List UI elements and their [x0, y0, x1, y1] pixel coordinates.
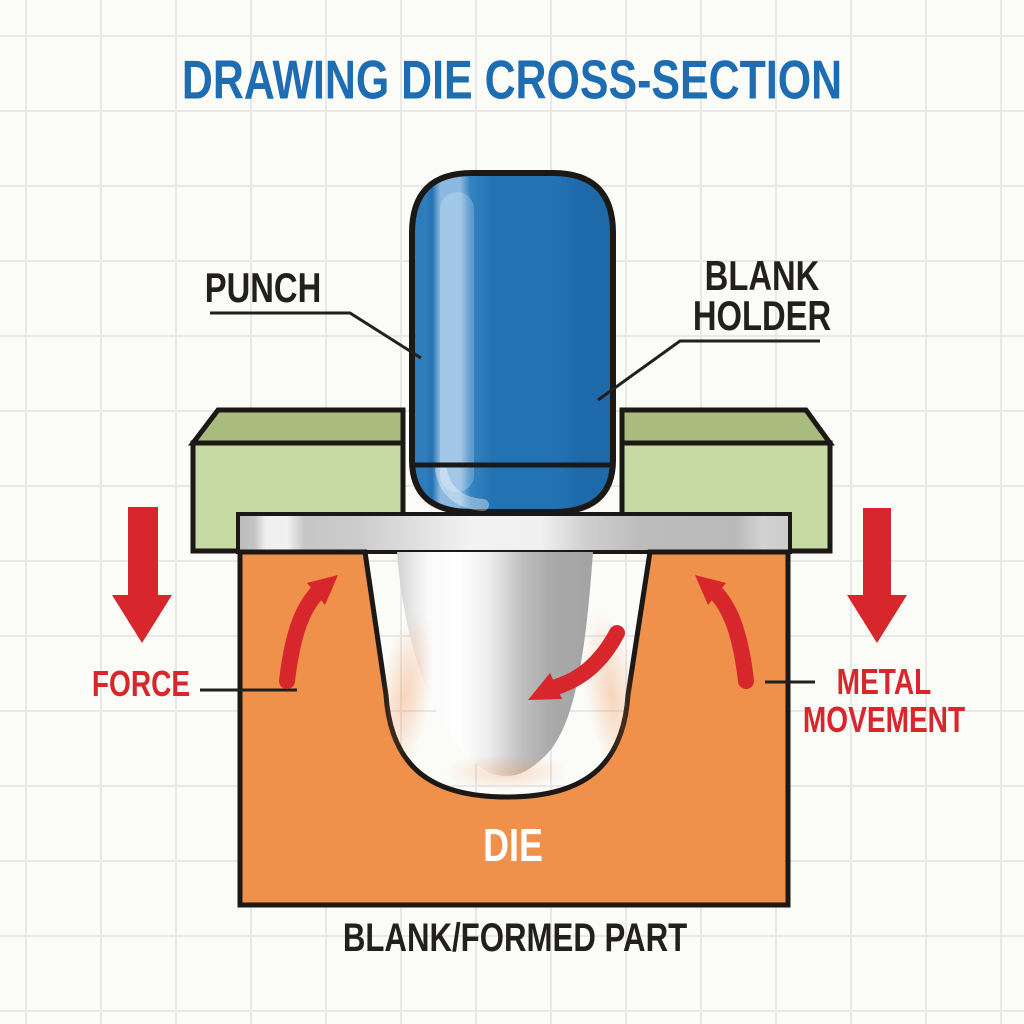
- curved-arrow-right-body-icon: [708, 585, 754, 689]
- force-down-arrow-right-icon: [847, 508, 907, 643]
- cavity-shading-bottom: [444, 754, 568, 790]
- blank-holder-leader-line: [597, 339, 820, 402]
- curved-arrow-center-body-icon: [548, 625, 625, 695]
- force-down-arrow-left-icon: [112, 507, 172, 643]
- punch-shape: [409, 170, 616, 515]
- die-label: DIE: [483, 819, 543, 871]
- blank-sheet: [236, 512, 792, 554]
- page-title: DRAWING DIE CROSS-SECTION: [181, 48, 843, 111]
- force-label: FORCE: [91, 663, 191, 704]
- curved-arrow-left-head-icon: [307, 575, 338, 605]
- blank-holder-right-top-face: [619, 407, 835, 446]
- punch-body: [409, 170, 616, 515]
- blank-holder-left-top-face: [187, 407, 406, 446]
- blank-formed-part-label: BLANK/FORMED PART: [342, 916, 688, 960]
- curved-arrow-left-body-icon: [279, 585, 325, 689]
- metal-movement-arrows: [279, 575, 754, 700]
- punch-label: PUNCH: [204, 264, 322, 311]
- curved-arrow-center-head-icon: [528, 673, 562, 700]
- formed-part: [397, 552, 593, 776]
- punch-leader-line: [210, 311, 422, 360]
- punch-tip-highlight: [435, 464, 489, 511]
- curved-arrow-right-head-icon: [695, 575, 726, 605]
- cavity-shading-left: [376, 610, 434, 780]
- punch-highlight: [440, 192, 474, 492]
